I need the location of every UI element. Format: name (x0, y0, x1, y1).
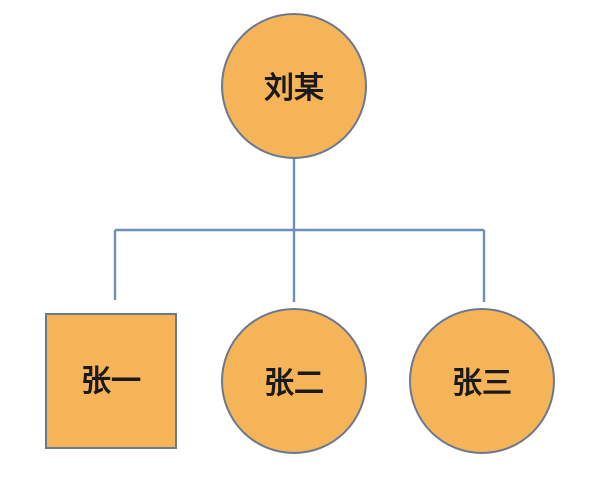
child-node-zhang-yi-shape (45, 313, 177, 449)
root-node-label: 刘某 (264, 71, 324, 106)
child-node-zhang-yi: 张一 (45, 313, 177, 449)
child-node-zhang-er-shape (221, 308, 367, 454)
child-node-zhang-er: 张二 (221, 308, 367, 454)
child-node-zhang-yi-label: 张一 (81, 364, 141, 399)
child-node-zhang-san-shape (409, 308, 555, 454)
child-node-zhang-san-label: 张三 (452, 366, 512, 401)
root-node-shape (221, 13, 367, 159)
connectors (113, 158, 486, 302)
child-node-zhang-er-label: 张二 (264, 366, 324, 401)
root-node: 刘某 (221, 13, 367, 159)
child-node-zhang-san: 张三 (409, 308, 555, 454)
